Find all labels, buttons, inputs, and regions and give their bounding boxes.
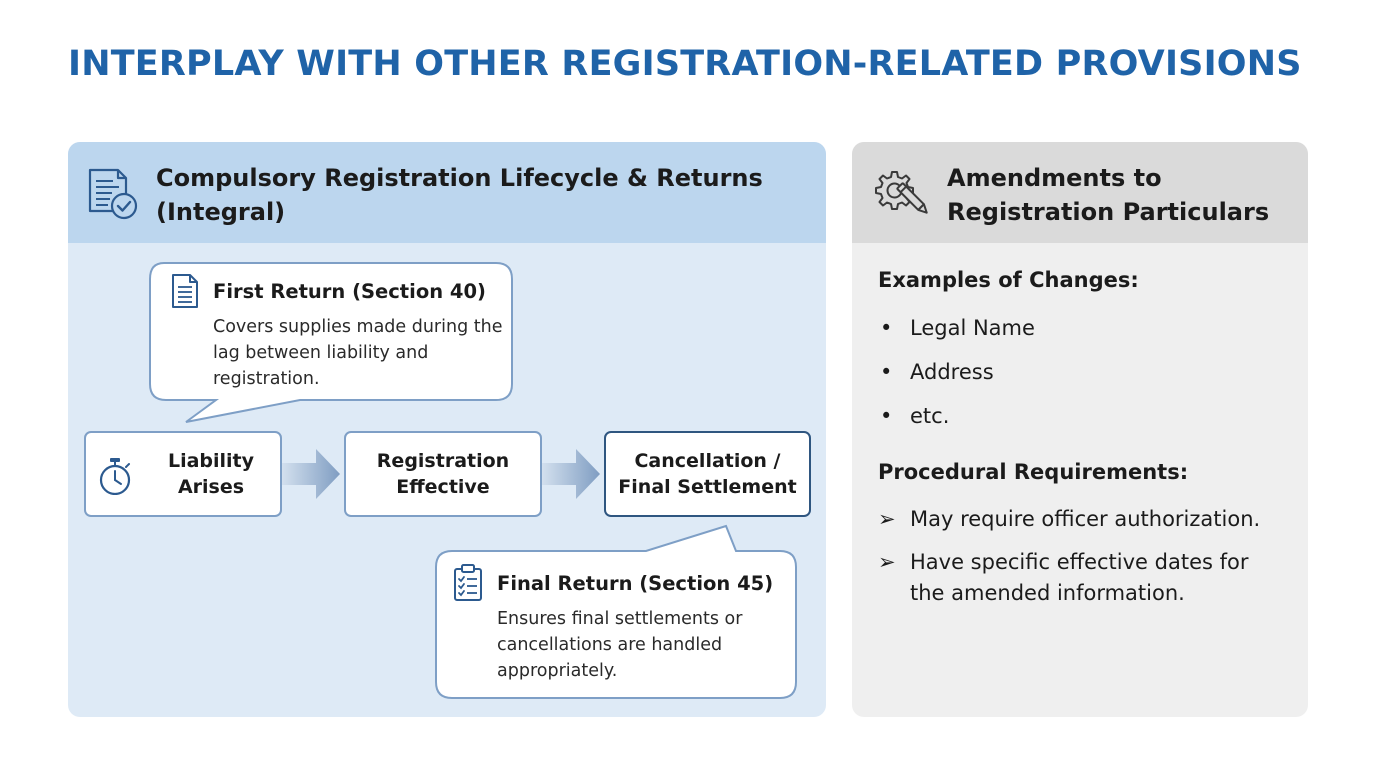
final-return-callout: Final Return (Section 45) Ensures final … [497,572,787,684]
document-lines-icon [172,274,198,308]
first-return-callout: First Return (Section 40) Covers supplie… [213,280,503,392]
list-item-text: Legal Name [910,316,1035,340]
flow-step-registration-label: Registration Effective [376,450,510,498]
callout-shapes [149,262,797,699]
arrow-bullet-icon: ➢ [878,550,896,574]
list-item-text: May require officer authorization. [910,507,1261,531]
list-item: • Legal Name [878,314,1035,342]
flow-arrow-icon [282,449,340,499]
flow-step-cancellation: Cancellation / Final Settlement [604,431,811,517]
list-item-text: etc. [910,404,950,428]
list-item: ➢ May require officer authorization. [878,504,1278,535]
bullet-dot-icon: • [880,360,893,384]
final-return-callout-bubble [435,524,797,699]
examples-list: • Legal Name • Address • etc. [878,314,1035,446]
list-item: • Address [878,358,1035,386]
amendments-panel-title: Amendments to Registration Particulars [947,164,1270,226]
stopwatch-icon [99,458,131,495]
bullet-dot-icon: • [880,404,893,428]
flow-step-registration: Registration Effective [344,431,542,517]
procedural-heading: Procedural Requirements: [878,460,1189,484]
first-return-callout-bubble [149,262,513,423]
examples-heading: Examples of Changes: [878,268,1139,292]
amendments-panel-header: Amendments to Registration Particulars [852,142,1308,243]
clipboard-checklist-icon [454,564,482,601]
gear-pencil-icon [875,171,928,214]
requirements-list: ➢ May require officer authorization. ➢ Hav… [878,504,1278,621]
flow-step-liability: Liability Arises [84,431,282,517]
flow-step-cancellation-label: Cancellation / Final Settlement [618,450,797,498]
lifecycle-panel: Compulsory Registration Lifecycle & Retu… [68,142,826,717]
first-return-text: Covers supplies made during the lag betw… [213,317,503,389]
bullet-dot-icon: • [880,316,893,340]
lifecycle-panel-title: Compulsory Registration Lifecycle & Retu… [156,164,763,226]
first-return-title: First Return (Section 40) [213,280,486,303]
flow-step-liability-label: Liability Arises [167,450,255,498]
list-item: ➢ Have specific effective dates for the a… [878,547,1278,609]
page-title: INTERPLAY WITH OTHER REGISTRATION-RELATE… [68,44,1302,84]
flow-arrow-icon [542,449,600,499]
final-return-title: Final Return (Section 45) [497,572,774,595]
lifecycle-panel-header: Compulsory Registration Lifecycle & Retu… [68,142,826,243]
arrow-bullet-icon: ➢ [878,507,896,531]
list-item-text: Have specific effective dates for the am… [910,550,1249,605]
final-return-text: Ensures final settlements or cancellatio… [497,609,743,681]
document-check-icon [88,168,138,220]
amendments-panel: Amendments to Registration Particulars E… [852,142,1308,717]
list-item-text: Address [910,360,994,384]
list-item: • etc. [878,402,1035,430]
